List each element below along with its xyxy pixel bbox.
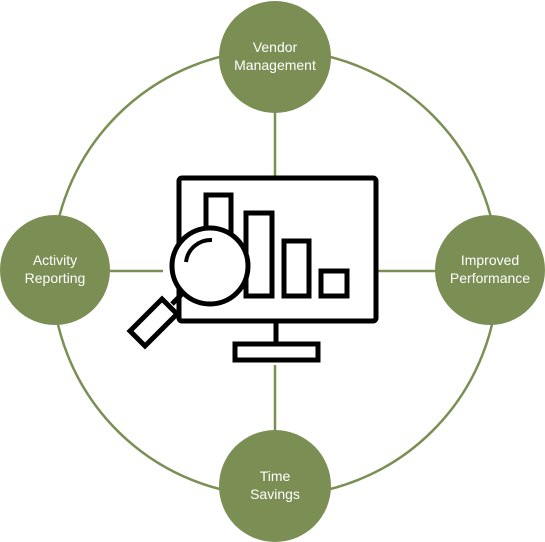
node-time-savings: Time Savings: [219, 430, 331, 542]
chart-bar-4: [318, 268, 350, 299]
node-circle: [219, 430, 331, 542]
node-activity-reporting: Activity Reporting: [0, 215, 110, 325]
magnifier-handle: [126, 295, 181, 350]
monitor-with-bar-chart-and-magnifier-icon: [126, 175, 379, 363]
node-label-line1: Activity: [33, 252, 77, 268]
node-label-line2: Performance: [450, 270, 530, 286]
node-label-line1: Improved: [461, 252, 519, 268]
node-circle: [0, 215, 110, 325]
node-label-line2: Reporting: [25, 270, 86, 286]
node-circle: [435, 215, 545, 325]
node-vendor-management: Vendor Management: [219, 1, 331, 113]
node-circle: [219, 1, 331, 113]
node-improved-performance: Improved Performance: [435, 215, 545, 325]
node-label-line1: Time: [260, 468, 291, 484]
node-label-line2: Management: [234, 57, 316, 73]
node-label-line2: Savings: [250, 486, 300, 502]
magnifier-neck: [170, 291, 185, 306]
monitor-base: [232, 341, 321, 363]
node-label-line1: Vendor: [253, 39, 298, 55]
chart-bar-3: [281, 238, 312, 299]
magnifier-highlight: [184, 237, 213, 263]
chart-bar-2: [243, 210, 275, 299]
